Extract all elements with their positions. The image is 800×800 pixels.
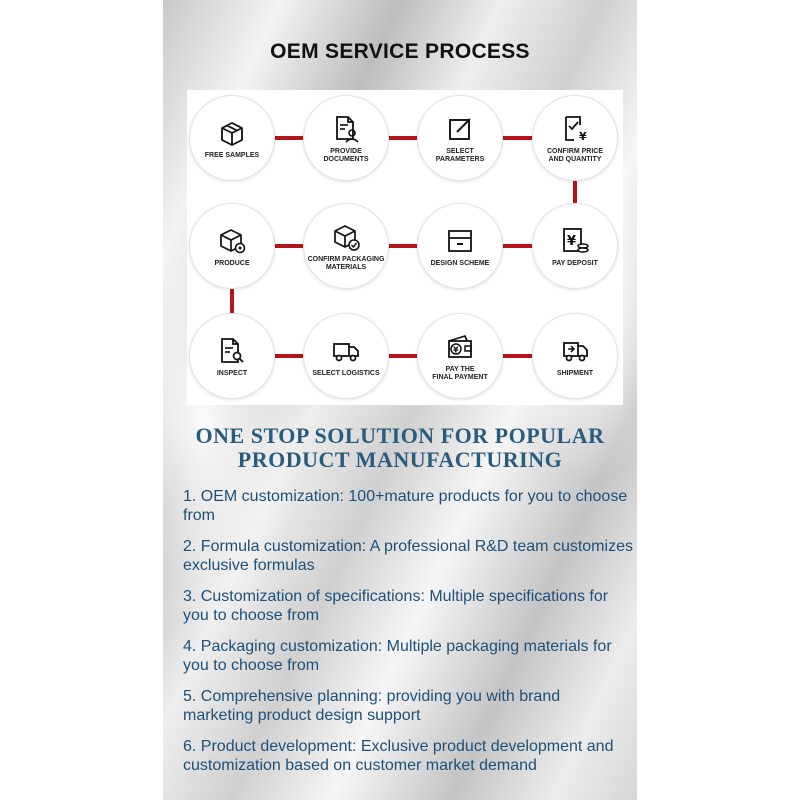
process-step-6: DESIGN SCHEME bbox=[417, 203, 503, 289]
edit-square-icon bbox=[449, 118, 471, 140]
step-label: CONFIRM PACKAGING MATERIALS bbox=[307, 256, 385, 271]
box-gear-icon bbox=[220, 229, 246, 254]
feature-list: 1. OEM customization: 100+mature product… bbox=[183, 487, 633, 787]
process-step-9: INSPECT bbox=[189, 313, 275, 399]
document-user-icon bbox=[336, 116, 359, 143]
step-label: PAY THE FINAL PAYMENT bbox=[432, 366, 488, 381]
process-step-2: PROVIDE DOCUMENTS bbox=[303, 95, 389, 181]
page-title: OEM SERVICE PROCESS bbox=[270, 40, 530, 63]
list-item: 2. Formula customization: A professional… bbox=[183, 538, 633, 574]
flow-connectors bbox=[230, 136, 577, 358]
svg-text:¥: ¥ bbox=[579, 130, 587, 143]
process-step-10: SELECT LOGISTICS bbox=[303, 313, 389, 399]
list-item: 5. Comprehensive planning: providing you… bbox=[183, 688, 561, 724]
process-step-12: SHIPMENT bbox=[532, 313, 618, 399]
step-label: CONFIRM PRICE AND QUANTITY bbox=[547, 148, 603, 163]
step-label: SELECT PARAMETERS bbox=[435, 148, 485, 163]
delivery-truck-icon bbox=[563, 342, 588, 362]
heading-line-2: PRODUCT MANUFACTURING bbox=[237, 447, 563, 472]
price-check-icon: ¥ bbox=[565, 116, 587, 143]
process-step-7: CONFIRM PACKAGING MATERIALS bbox=[303, 203, 389, 289]
step-label: SHIPMENT bbox=[556, 370, 594, 377]
step-label: PRODUCE bbox=[214, 260, 250, 267]
box-icon bbox=[221, 122, 243, 146]
yen-coins-icon: ¥ bbox=[563, 228, 589, 253]
process-step-4: ¥ CONFIRM PRICE AND QUANTITY bbox=[532, 95, 618, 181]
list-item: 4. Packaging customization: Multiple pac… bbox=[183, 638, 612, 674]
solution-heading: ONE STOP SOLUTION FOR POPULAR PRODUCT MA… bbox=[163, 424, 637, 472]
step-label: PAY DEPOSIT bbox=[552, 260, 598, 267]
content-panel: OEM SERVICE PROCESS FREE SAMPLES PROVIDE … bbox=[163, 0, 637, 800]
list-item: 3. Customization of specifications: Mult… bbox=[183, 588, 609, 624]
wallet-yen-icon: ¥ bbox=[448, 334, 472, 358]
step-label: PROVIDE DOCUMENTS bbox=[323, 148, 369, 163]
step-label: DESIGN SCHEME bbox=[430, 260, 490, 267]
heading-line-1: ONE STOP SOLUTION FOR POPULAR bbox=[195, 423, 605, 448]
svg-text:¥: ¥ bbox=[453, 346, 459, 355]
step-label: FREE SAMPLES bbox=[204, 152, 260, 159]
step-label: SELECT LOGISTICS bbox=[312, 370, 380, 377]
list-item: 6. Product development: Exclusive produc… bbox=[183, 738, 614, 774]
process-step-8: PRODUCE bbox=[189, 203, 275, 289]
document-search-icon bbox=[221, 338, 244, 363]
list-item: 1. OEM customization: 100+mature product… bbox=[183, 488, 628, 524]
process-step-3: SELECT PARAMETERS bbox=[417, 95, 503, 181]
step-label: INSPECT bbox=[216, 370, 248, 377]
truck-icon bbox=[333, 343, 359, 362]
process-step-1: FREE SAMPLES bbox=[189, 95, 275, 181]
process-flow: FREE SAMPLES PROVIDE DOCUMENTS SELECT PARA… bbox=[187, 90, 623, 405]
drawer-box-icon bbox=[448, 230, 472, 252]
package-check-icon bbox=[334, 225, 360, 251]
process-step-11: ¥ PAY THE FINAL PAYMENT bbox=[417, 313, 503, 399]
svg-text:¥: ¥ bbox=[567, 234, 576, 249]
process-step-5: ¥ PAY DEPOSIT bbox=[532, 203, 618, 289]
